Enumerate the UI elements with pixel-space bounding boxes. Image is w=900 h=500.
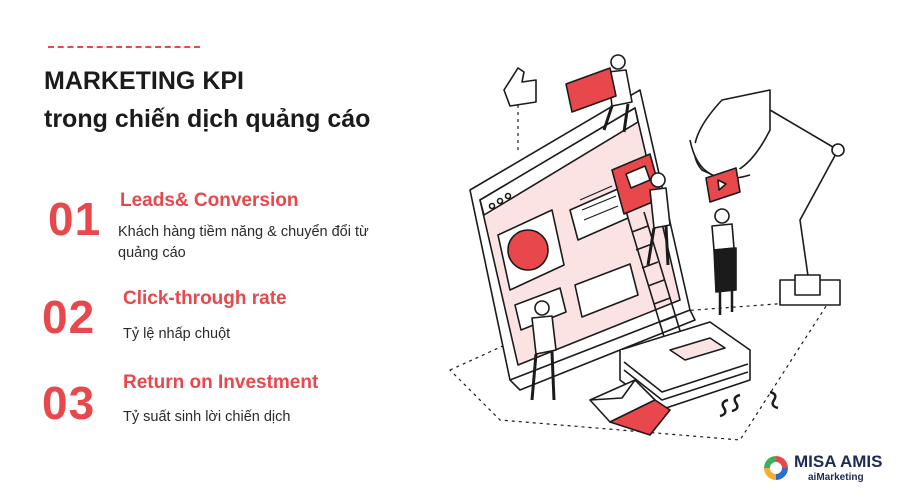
marketing-illustration xyxy=(449,54,845,441)
kpi-number: 02 xyxy=(42,291,96,343)
page-title: MARKETING KPI trong chiến dịch quảng cáo xyxy=(44,62,370,138)
kpi-description: Khách hàng tiềm năng & chuyển đổi từ quả… xyxy=(118,224,369,261)
title-line-2: trong chiến dịch quảng cáo xyxy=(44,105,371,133)
brand-logo: MISA AMIS aiMarketing xyxy=(760,452,883,486)
kpi-number: 01 xyxy=(48,193,102,245)
decorative-dashed-line xyxy=(48,46,200,48)
kpi-heading: Return on Investment xyxy=(123,372,319,393)
kpi-heading: Leads& Conversion xyxy=(120,190,299,211)
kpi-heading: Click-through rate xyxy=(123,288,287,309)
kpi-description: Tỷ suất sinh lời chiến dịch xyxy=(123,409,291,425)
logo-product: aiMarketing xyxy=(808,472,864,483)
kpi-description: Tỷ lệ nhấp chuột xyxy=(123,326,231,342)
title-line-1: MARKETING KPI xyxy=(44,67,244,95)
kpi-number: 03 xyxy=(42,377,96,429)
logo-brand: MISA AMIS xyxy=(794,452,883,471)
misa-amis-logo-icon xyxy=(764,456,788,480)
